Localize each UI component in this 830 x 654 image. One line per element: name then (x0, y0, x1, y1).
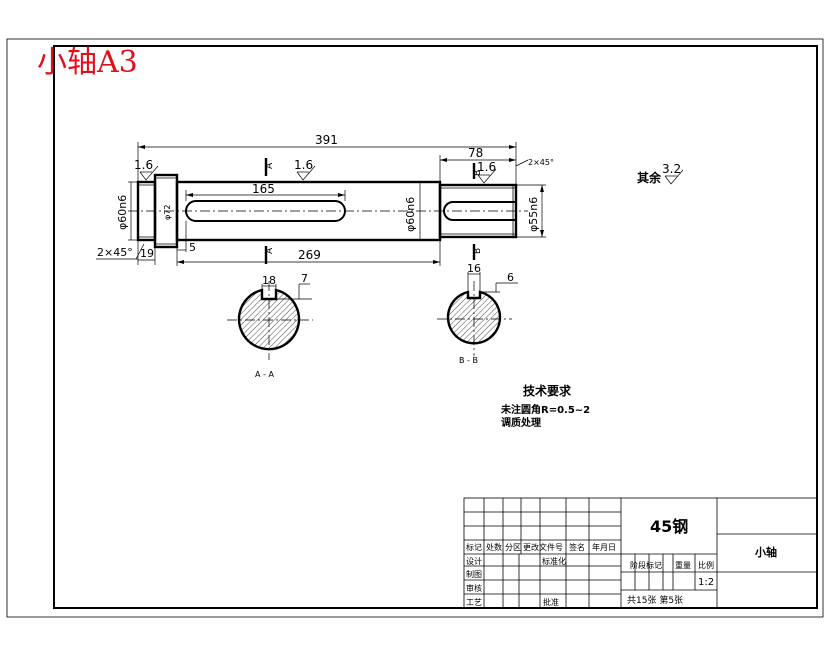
tb-approve: 批准 (543, 597, 559, 607)
title-block: 标记 处数 分区 更改文件号 签名 年月日 设计 标准化 制图 审核 工艺 批准… (463, 497, 818, 609)
dim-key-b-6: 6 (507, 271, 514, 284)
svg-text:B: B (473, 248, 483, 254)
tb-design: 设计 (466, 556, 482, 566)
section-a-label: A - A (255, 370, 274, 379)
dim-19: 19 (140, 247, 154, 260)
tb-std: 标准化 (542, 556, 566, 566)
shaft-main-view (128, 173, 528, 249)
tb-h-mark: 标记 (466, 542, 482, 552)
dim-165: 165 (252, 182, 275, 196)
svg-text:1.6: 1.6 (134, 158, 153, 172)
dim-key-a-7: 7 (301, 272, 308, 285)
svg-text:A: A (265, 162, 275, 169)
tb-scale-label: 比例 (698, 560, 714, 570)
dim-78: 78 (468, 146, 483, 160)
notes-heading: 技术要求 (523, 383, 572, 398)
rough-other-value: 3.2 (662, 162, 681, 176)
notes-line1: 未注圆角R=0.5~2 (500, 403, 590, 416)
tb-h-date: 年月日 (592, 542, 616, 552)
tb-material: 45钢 (650, 517, 688, 536)
dim-key-a-18: 18 (262, 274, 276, 287)
dim-391: 391 (315, 133, 338, 147)
notes-line2: 调质处理 (501, 416, 541, 429)
outer-sheet-border (6, 38, 824, 618)
dim-d55n6: φ55n6 (527, 197, 540, 232)
tb-draw: 制图 (466, 569, 482, 579)
roughness-mid: 1.6 (294, 158, 316, 181)
dim-d60n6-mid: φ60n6 (404, 197, 417, 232)
tb-h-count: 处数 (486, 542, 502, 552)
dim-chamfer-left: 2×45° (97, 246, 133, 259)
section-b-label: B - B (459, 356, 478, 365)
svg-text:1.6: 1.6 (294, 158, 313, 172)
roughness-other: 其余 3.2 (637, 162, 684, 185)
tb-process: 工艺 (466, 598, 482, 607)
dim-5: 5 (189, 241, 196, 254)
tb-h-sign: 签名 (569, 542, 585, 552)
dim-chamfer-right: 2×45° (528, 158, 554, 167)
section-b-view: 16 6 B - B (437, 262, 518, 365)
sheet-title-red: 小轴A3 (37, 45, 138, 80)
tb-stage-mark: 阶段标记 (630, 560, 662, 570)
dim-269: 269 (298, 248, 321, 262)
tb-sheets: 共15张 第5张 (627, 594, 683, 606)
roughness-right: 1.6 (477, 160, 497, 184)
main-dimensions: 391 78 2×45° 165 φ60n6 φ72 φ60n6 φ55n6 (96, 133, 554, 266)
section-a-view: 18 7 A - A (227, 272, 313, 379)
technical-requirements: 技术要求 未注圆角R=0.5~2 调质处理 (500, 383, 590, 429)
svg-text:1.6: 1.6 (477, 160, 496, 174)
dim-key-b-16: 16 (467, 262, 481, 275)
tb-part-name: 小轴 (754, 545, 777, 559)
tb-scale-value: 1:2 (698, 577, 714, 588)
roughness-left: 1.6 (134, 158, 159, 181)
tb-h-zone: 分区 (505, 543, 521, 552)
dim-d72: φ72 (163, 205, 172, 220)
svg-text:A: A (265, 247, 275, 254)
dim-d60n6-left: φ60n6 (116, 195, 129, 230)
section-cut-marks: A A B B (264, 158, 483, 264)
tb-weight: 重量 (675, 560, 691, 570)
rough-other-label: 其余 (637, 170, 662, 185)
tb-h-doc: 更改文件号 (523, 542, 563, 552)
tb-check: 审核 (466, 583, 482, 593)
inner-drawing-border (53, 45, 818, 609)
svg-text:B: B (473, 170, 483, 176)
